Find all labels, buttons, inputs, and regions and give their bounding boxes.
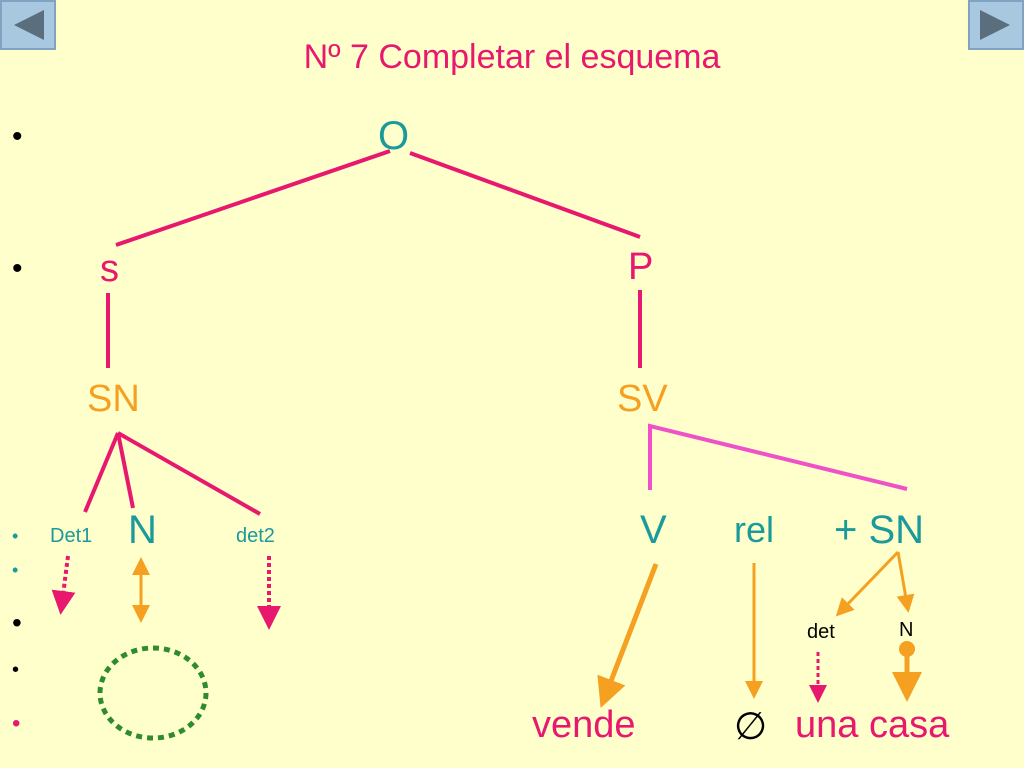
branch-o-s	[115, 149, 391, 247]
bullet: •	[12, 252, 23, 285]
triangle-right-icon	[980, 10, 1010, 40]
node-rel: rel	[734, 509, 775, 550]
bullet: •	[12, 607, 22, 638]
node-o: O	[378, 114, 410, 158]
arrow-sn-det	[835, 550, 900, 617]
next-slide-button[interactable]	[968, 0, 1024, 50]
node-det2: det2	[236, 525, 275, 547]
node-plus-sn: + SN	[834, 508, 925, 552]
dotted-circle-empty	[97, 645, 209, 741]
branch-sv-v-sn	[648, 423, 908, 491]
slide-title: Nº 7 Completar el esquema	[303, 38, 721, 76]
word-empty-set: ∅	[734, 706, 768, 748]
arrow-v-vende	[597, 563, 659, 709]
bullet: •	[12, 710, 21, 737]
word-una-casa: una casa	[795, 704, 950, 746]
branch-sn-det2	[117, 431, 261, 516]
node-sn: SN	[87, 378, 140, 420]
previous-slide-button[interactable]	[0, 0, 56, 50]
node-det1: Det1	[50, 525, 93, 547]
node-sv: SV	[617, 378, 668, 420]
node-p: P	[628, 246, 654, 288]
bullet: •	[12, 120, 23, 153]
branch-sn-det1	[83, 432, 120, 513]
dotted-arrow-det1	[51, 555, 76, 615]
arrow-sn-n	[896, 551, 915, 613]
branch-o-p	[409, 151, 641, 239]
bullet: •	[12, 560, 19, 580]
word-vende: vende	[532, 704, 636, 746]
bullet: •	[12, 526, 19, 546]
node-s: s	[100, 248, 119, 290]
dot-n-small	[899, 641, 915, 657]
triangle-left-icon	[14, 10, 44, 40]
node-v: V	[640, 508, 667, 552]
node-n: N	[128, 508, 157, 552]
bullet: •	[12, 659, 20, 681]
node-n-small: N	[899, 619, 914, 641]
node-det-small: det	[807, 621, 835, 643]
branch-sn-n	[116, 432, 135, 509]
